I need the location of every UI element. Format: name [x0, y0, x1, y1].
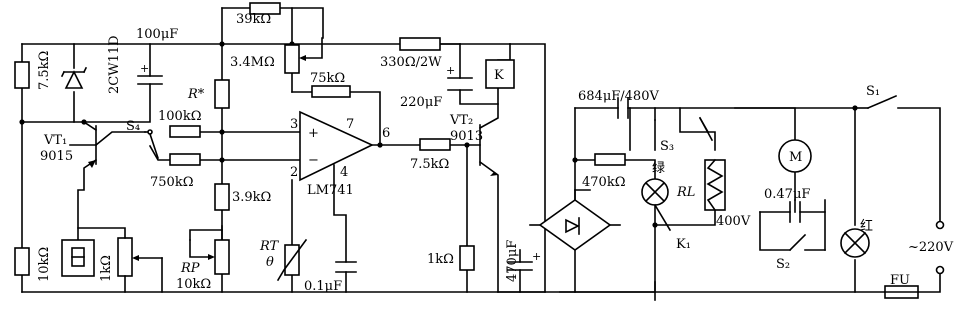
label-rp-val: 10kΩ — [176, 277, 211, 292]
resistor-10k — [14, 247, 30, 276]
resistor-750k — [169, 153, 201, 166]
label-39k: 39kΩ — [236, 12, 271, 27]
label-pin7: 7 — [346, 117, 354, 132]
label-7-5k-mid: 7.5kΩ — [410, 157, 449, 172]
switch-s4[interactable] — [147, 129, 160, 160]
switch-s1[interactable] — [866, 94, 898, 110]
label-vt1-type: 9015 — [40, 149, 73, 164]
labels: 100μF 39kΩ 3.4MΩ 75kΩ 330Ω/2W K 220μF 7.… — [37, 12, 954, 294]
opamp-lm741: + − — [299, 110, 374, 182]
label-1k: 1kΩ — [427, 252, 454, 267]
label-pin4: 4 — [340, 165, 348, 180]
resistor-39k — [249, 2, 281, 15]
bridge-rectifier — [529, 199, 621, 293]
switch-s2[interactable] — [788, 233, 807, 252]
potentiometer-rp[interactable] — [189, 239, 230, 275]
svg-text:+: + — [446, 64, 455, 77]
label-330: 330Ω/2W — [380, 55, 442, 70]
label-vt1: VT₁ — [43, 133, 67, 148]
label-rt: RT — [259, 239, 280, 254]
label-rp: RP — [180, 261, 200, 276]
svg-text:+: + — [532, 250, 541, 263]
fuse-fu — [884, 285, 919, 299]
label-s3: S₃ — [660, 139, 674, 154]
label-s2: S₂ — [776, 257, 790, 272]
resistor-75k — [311, 85, 351, 98]
label-75k: 75kΩ — [310, 71, 345, 86]
label-s4: S₄ — [126, 119, 140, 134]
label-relay-k: K — [494, 68, 504, 83]
label-100uF: 100μF — [136, 27, 178, 42]
label-r-star: R* — [187, 87, 205, 102]
resistor-1k — [459, 245, 475, 271]
label-green: 绿 — [652, 161, 665, 176]
potentiometer-1k[interactable] — [77, 227, 163, 293]
relay-contact-k1 — [653, 203, 672, 232]
thermistor-rt — [276, 238, 308, 282]
resistor-330-2w — [399, 37, 441, 51]
label-vt2: VT₂ — [449, 113, 473, 128]
capacitor-220uF: + — [446, 64, 473, 91]
label-k1: K₁ — [676, 237, 691, 252]
label-7-5k-left: 7.5kΩ — [37, 51, 52, 90]
lamp-red — [840, 228, 870, 258]
label-750k: 750kΩ — [150, 175, 193, 190]
zener-diode — [60, 66, 88, 89]
motor-m — [778, 139, 812, 173]
junction-dots — [19, 41, 858, 228]
heater-rl — [704, 158, 726, 212]
switch-s3[interactable] — [654, 116, 714, 151]
lamp-green — [641, 178, 669, 206]
capacitor-0-1uF — [335, 261, 357, 273]
label-470k: 470kΩ — [582, 175, 625, 190]
label-theta: θ — [266, 255, 274, 270]
svg-text:−: − — [308, 153, 319, 168]
resistor-7-5k-mid — [419, 138, 451, 151]
capacitor-100uF: + — [137, 62, 163, 85]
capacitor-0-47uF — [789, 201, 801, 223]
potentiometer-3-4M — [284, 37, 323, 74]
label-10k: 10kΩ — [37, 247, 52, 282]
label-rl: RL — [676, 185, 695, 200]
label-100k: 100kΩ — [158, 109, 201, 124]
relay-k — [485, 59, 515, 89]
label-opamp: LM741 — [307, 183, 354, 198]
label-0-1uF: 0.1μF — [304, 279, 342, 294]
resistor-470k — [594, 153, 626, 166]
label-3-9k: 3.9kΩ — [232, 190, 271, 205]
label-0-47uF: 0.47μF — [764, 187, 810, 202]
label-220uF: 220μF — [400, 95, 442, 110]
label-vt2-type: 9013 — [450, 129, 483, 144]
transistor-vt2 — [479, 124, 498, 176]
label-mains: ~220V — [908, 240, 954, 255]
label-pin6: 6 — [382, 126, 390, 141]
label-684uF: 684μF/480V — [578, 89, 659, 104]
label-3-4M: 3.4MΩ — [230, 55, 275, 70]
capacitor-470uF: + — [507, 250, 541, 271]
resistor-r-star — [214, 79, 230, 109]
label-red: 红 — [860, 218, 873, 234]
label-rl-v: 400V — [716, 214, 751, 229]
label-pin2: 2 — [290, 165, 298, 180]
svg-text:+: + — [140, 62, 149, 75]
label-zener: 2CW11D — [107, 35, 122, 94]
resistor-100k — [169, 125, 201, 138]
label-470uF: 470μF — [505, 240, 520, 282]
mains-terminals[interactable] — [935, 220, 945, 275]
transistor-vt1 — [88, 125, 97, 168]
resistor-7-5k-left — [14, 61, 30, 89]
capacitor-684uF — [617, 97, 629, 119]
label-s1: S₁ — [866, 84, 880, 99]
resistor-3-9k — [214, 183, 230, 211]
label-motor: M — [789, 150, 802, 165]
svg-text:+: + — [308, 126, 319, 141]
label-1k-pot: 1kΩ — [99, 255, 114, 282]
meter-box — [61, 239, 95, 277]
label-fuse: FU — [890, 273, 910, 288]
label-pin3: 3 — [290, 117, 298, 132]
